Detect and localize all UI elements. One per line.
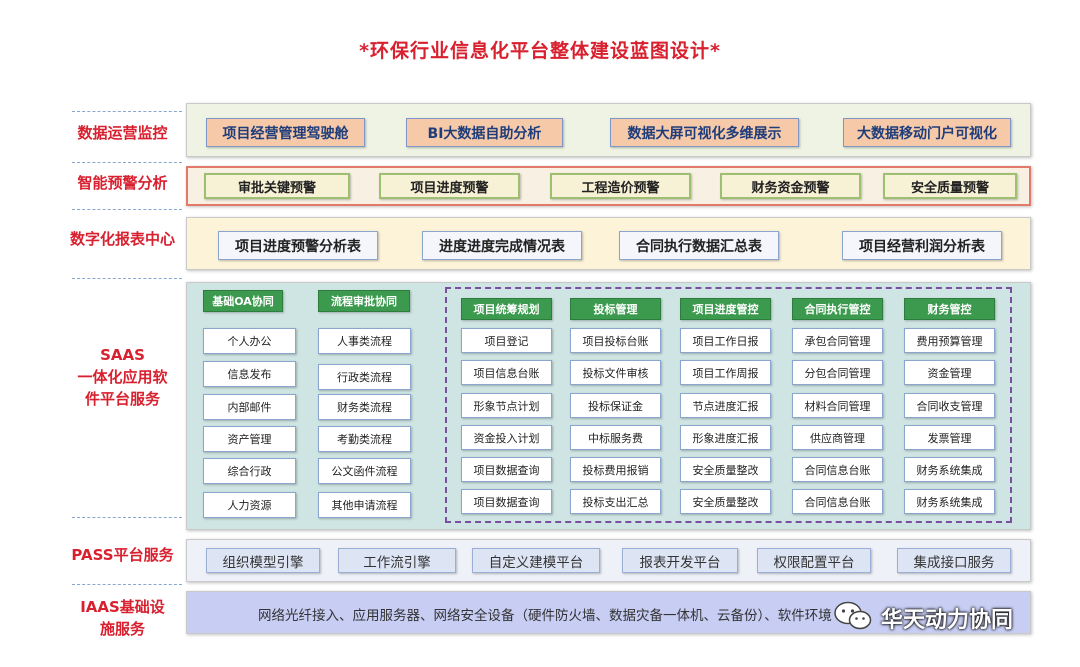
saas-module-cell: 项目工作周报 (680, 360, 771, 385)
saas-module-cell: 财务系统集成 (904, 489, 995, 514)
ops-layer-label: 数据运营监控 (77, 124, 168, 142)
layer-divider (72, 162, 182, 163)
iaas-label-line: IAAS基础设 (80, 598, 165, 616)
saas-module-cell: 安全质量整改 (680, 489, 771, 514)
pass-item: 自定义建模平台 (472, 548, 600, 573)
ops-item: 项目经营管理驾驶舱 (206, 118, 365, 147)
wechat-icon (833, 600, 873, 636)
saas-module-cell: 财务类流程 (318, 394, 411, 420)
pass-band (186, 539, 1031, 582)
saas-module-cell: 形象节点计划 (461, 393, 552, 418)
pass-item: 集成接口服务 (897, 548, 1011, 573)
warn-item: 工程造价预警 (550, 173, 691, 199)
saas-module-cell: 安全质量整改 (680, 457, 771, 482)
saas-label-line: 件平台服务 (84, 390, 160, 408)
iaas-band (186, 591, 1031, 634)
saas-column-header: 财务管控 (904, 298, 995, 320)
saas-module-cell: 项目数据查询 (461, 489, 552, 514)
saas-column-header: 项目进度管控 (680, 298, 771, 320)
warn-item: 财务资金预警 (720, 173, 861, 199)
saas-module-cell: 人事类流程 (318, 328, 411, 354)
report-item: 项目经营利润分析表 (842, 231, 1002, 260)
saas-module-cell: 人力资源 (203, 492, 296, 518)
saas-column-header: 流程审批协同 (318, 290, 410, 312)
saas-module-cell: 投标文件审核 (570, 360, 661, 385)
warn-item: 项目进度预警 (379, 173, 520, 199)
saas-module-cell: 项目信息台账 (461, 360, 552, 385)
saas-module-cell: 投标支出汇总 (570, 489, 661, 514)
saas-column-header: 项目统筹规划 (461, 298, 552, 320)
layer-divider (72, 209, 182, 210)
pass-item: 报表开发平台 (622, 548, 738, 573)
watermark: 华天动力协同 (833, 598, 1053, 638)
iaas-layer-label: IAAS基础设 施服务 (60, 596, 185, 640)
layer-divider (72, 517, 182, 518)
saas-module-cell: 行政类流程 (318, 364, 411, 390)
saas-column-header: 合同执行管控 (792, 298, 883, 320)
saas-module-cell: 形象进度汇报 (680, 425, 771, 450)
saas-module-cell: 费用预算管理 (904, 328, 995, 353)
ops-item: 数据大屏可视化多维展示 (610, 118, 799, 147)
saas-module-cell: 考勤类流程 (318, 426, 411, 452)
saas-module-cell: 资产管理 (203, 426, 296, 452)
saas-module-cell: 信息发布 (203, 361, 296, 387)
saas-module-cell: 承包合同管理 (792, 328, 883, 353)
pass-item: 权限配置平台 (757, 548, 871, 573)
ops-item: BI大数据自助分析 (406, 118, 563, 147)
saas-layer-label: SAAS 一体化应用软 件平台服务 (60, 344, 185, 410)
saas-module-cell: 投标保证金 (570, 393, 661, 418)
saas-module-cell: 项目登记 (461, 328, 552, 353)
saas-module-cell: 财务系统集成 (904, 457, 995, 482)
report-item: 项目进度预警分析表 (218, 231, 378, 260)
saas-label-line: SAAS (100, 346, 145, 364)
saas-module-cell: 合同信息台账 (792, 489, 883, 514)
business-modules-frame (445, 287, 1012, 523)
ops-item: 大数据移动门户可视化 (843, 118, 1011, 147)
watermark-text: 华天动力协同 (881, 608, 1014, 633)
saas-module-cell: 项目数据查询 (461, 457, 552, 482)
saas-module-cell: 节点进度汇报 (680, 393, 771, 418)
saas-module-cell: 项目工作日报 (680, 328, 771, 353)
page-title: *环保行业信息化平台整体建设蓝图设计* (359, 40, 721, 62)
saas-module-cell: 发票管理 (904, 425, 995, 450)
saas-module-cell: 分包合同管理 (792, 360, 883, 385)
saas-module-cell: 内部邮件 (203, 394, 296, 420)
pass-item: 组织模型引擎 (206, 548, 320, 573)
layer-divider (72, 584, 182, 585)
saas-module-cell: 资金投入计划 (461, 425, 552, 450)
saas-module-cell: 资金管理 (904, 360, 995, 385)
saas-column-header: 投标管理 (570, 298, 661, 320)
saas-module-cell: 公文函件流程 (318, 458, 411, 484)
report-item: 进度进度完成情况表 (422, 231, 582, 260)
saas-module-cell: 中标服务费 (570, 425, 661, 450)
saas-label-line: 一体化应用软 (77, 368, 168, 386)
saas-module-cell: 综合行政 (203, 458, 296, 484)
saas-module-cell: 材料合同管理 (792, 393, 883, 418)
saas-module-cell: 投标费用报销 (570, 457, 661, 482)
warn-item: 审批关键预警 (204, 173, 350, 199)
report-item: 合同执行数据汇总表 (619, 231, 779, 260)
pass-layer-label: PASS平台服务 (71, 546, 174, 564)
saas-module-cell: 合同信息台账 (792, 457, 883, 482)
report-layer-label: 数字化报表中心 (69, 230, 175, 248)
pass-item: 工作流引擎 (338, 548, 456, 573)
saas-module-cell: 供应商管理 (792, 425, 883, 450)
saas-column-header: 基础OA协同 (203, 290, 283, 312)
saas-module-cell: 合同收支管理 (904, 393, 995, 418)
saas-module-cell: 个人办公 (203, 328, 296, 354)
warn-item: 安全质量预警 (883, 173, 1017, 199)
layer-divider (72, 278, 182, 279)
layer-divider (72, 111, 182, 112)
iaas-description: 网络光纤接入、应用服务器、网络安全设备（硬件防火墙、数据灾备一体机、云备份）、软… (258, 608, 832, 624)
iaas-label-line: 施服务 (99, 620, 145, 638)
saas-module-cell: 其他申请流程 (318, 492, 411, 518)
saas-module-cell: 项目投标台账 (570, 328, 661, 353)
warn-layer-label: 智能预警分析 (77, 174, 168, 192)
